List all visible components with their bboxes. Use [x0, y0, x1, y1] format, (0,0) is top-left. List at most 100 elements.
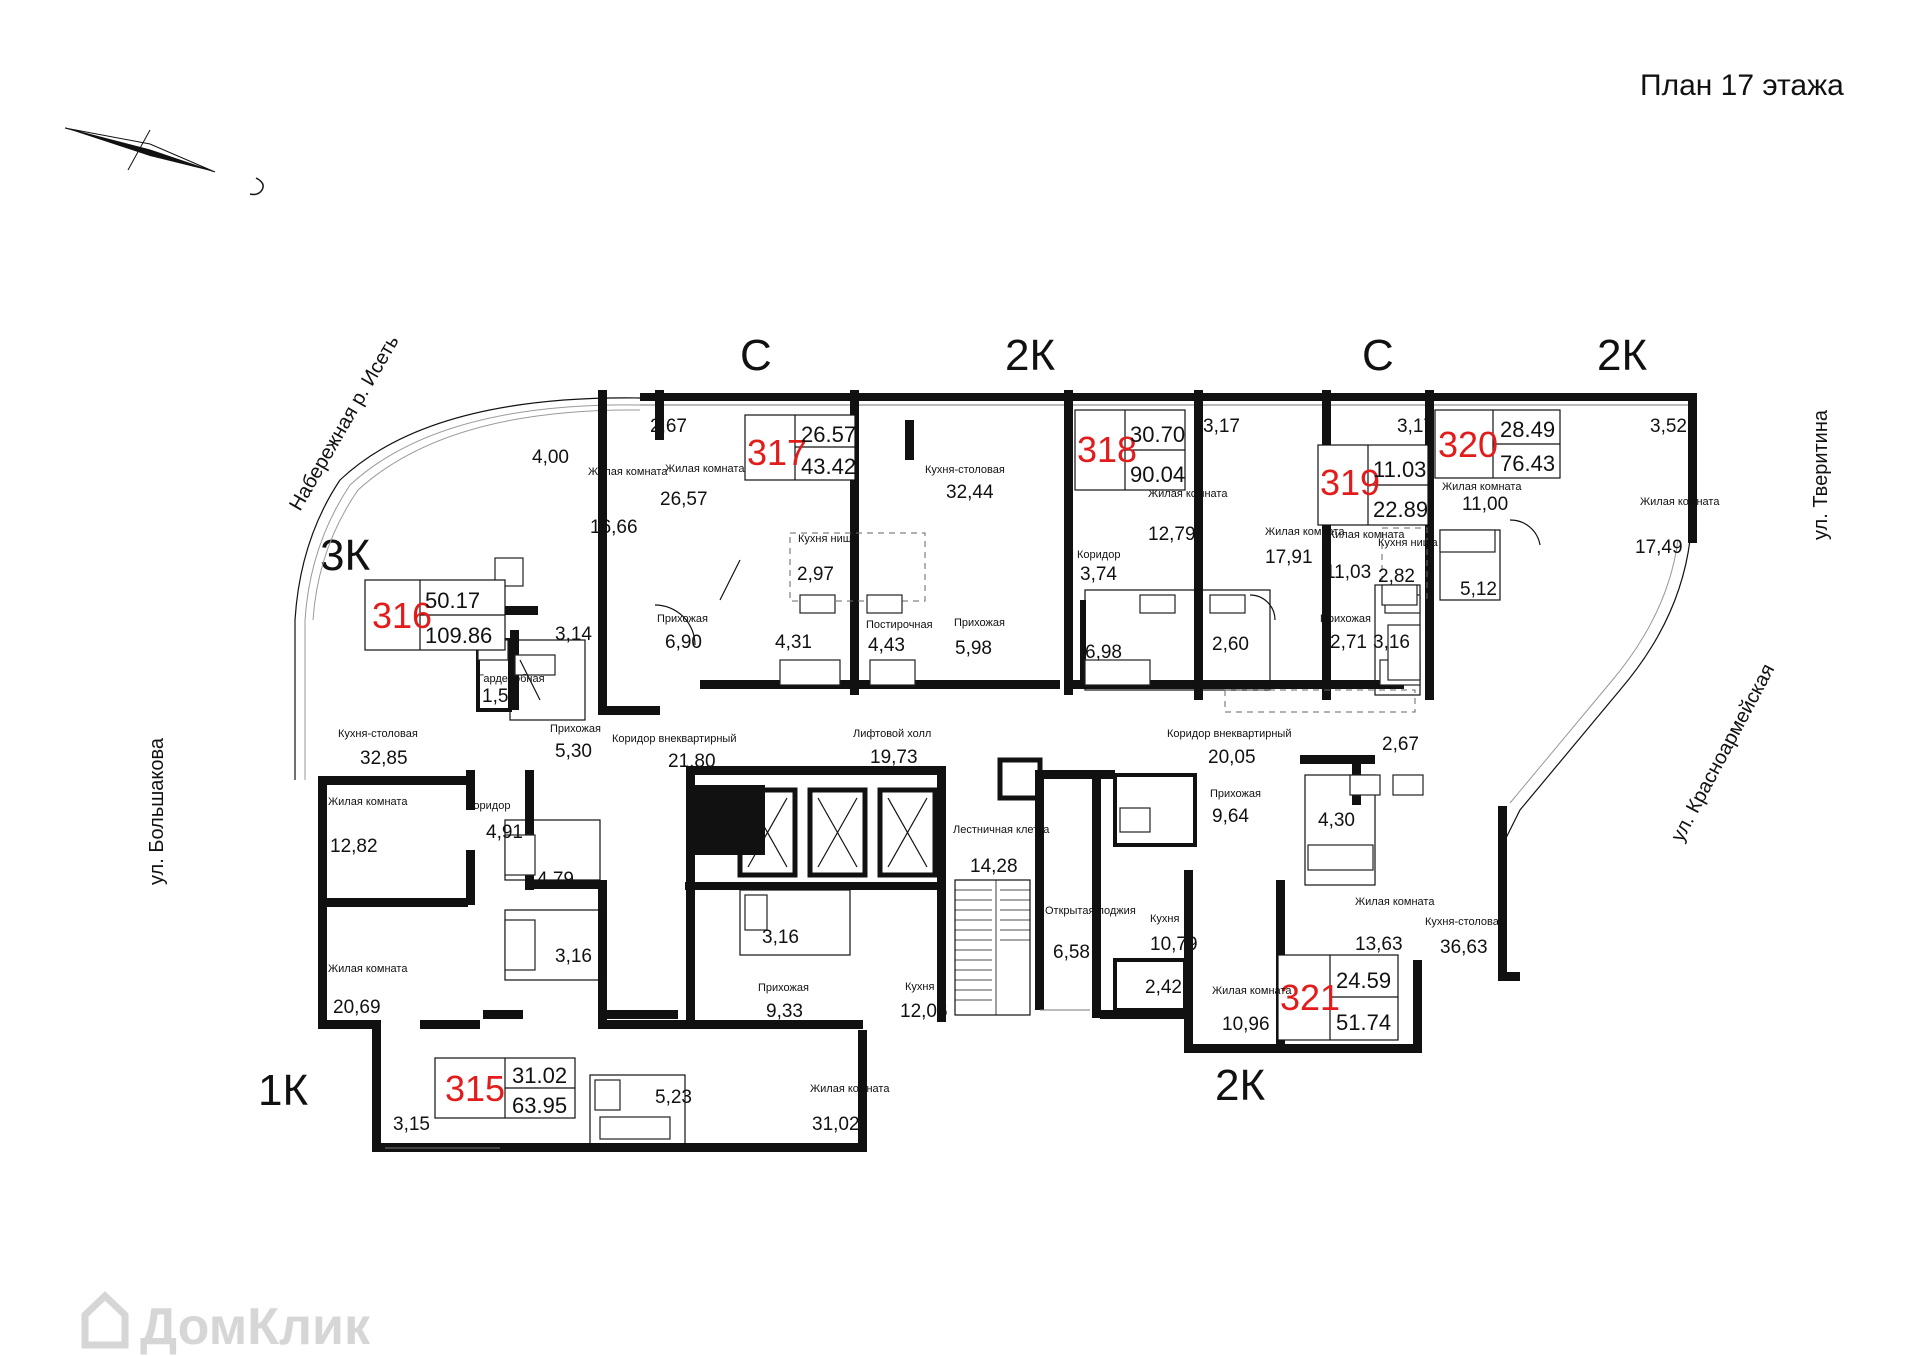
apartment-total-area: 43.42: [801, 454, 856, 479]
room-name: Жилая комната: [328, 796, 408, 808]
room-area: 36,63: [1440, 937, 1488, 958]
room-area: 21,80: [668, 751, 716, 772]
room-area: 9,33: [766, 1001, 803, 1022]
room-area: 32,44: [946, 482, 994, 503]
room-name: Коридор внеквартирный: [612, 733, 737, 745]
room-area: 4,43: [868, 635, 905, 656]
room-name: Прихожая: [657, 613, 708, 625]
room-name: Гардеробная: [478, 673, 545, 685]
apartment-315-box: 315 31.02 63.95: [434, 1057, 576, 1119]
house-logo-icon: [81, 1291, 129, 1349]
street-label-tveritina: ул. Тверитина: [1810, 409, 1832, 540]
room-area: 1,54: [482, 686, 519, 707]
room-name: Прихожая: [954, 617, 1005, 629]
apartment-type-label: 2К: [1005, 331, 1055, 380]
room-name: Кухня-столовая: [925, 464, 1005, 476]
room-name: Коридор: [1077, 549, 1120, 561]
room-name: Жилая комната: [588, 466, 668, 478]
apartment-total-area: 109.86: [425, 623, 492, 648]
apartment-type-label: 1К: [258, 1066, 308, 1115]
room-area: 10,96: [1222, 1014, 1270, 1035]
apartment-type-label: 2К: [1597, 331, 1647, 380]
room-area: 14,28: [970, 856, 1018, 877]
room-name: Коридор внеквартирный: [1167, 728, 1292, 740]
room-area: 5,23: [655, 1087, 692, 1108]
room-area: 31,02: [812, 1114, 860, 1135]
room-name: Жилая комната: [810, 1083, 890, 1095]
room-name: Жилая комната: [1355, 896, 1435, 908]
room-name: Жилая комната: [328, 963, 408, 975]
room-name: Коридор: [467, 800, 510, 812]
room-area: 3,14: [555, 624, 592, 645]
apartment-number: 315: [445, 1068, 505, 1109]
room-name: Жилая комната: [1212, 985, 1292, 997]
apartment-living-area: 24.59: [1336, 968, 1391, 993]
room-area: 3,16: [762, 927, 799, 948]
room-area: 12,82: [330, 836, 378, 857]
apartment-type-label: 2К: [1215, 1061, 1265, 1110]
room-area: 3,16: [555, 946, 592, 967]
room-area: 3,74: [1080, 564, 1117, 585]
room-area: 10,79: [1150, 934, 1198, 955]
room-name: Кухня: [1150, 913, 1179, 925]
room-area: 16,66: [590, 517, 638, 538]
room-area: 2,67: [1382, 734, 1419, 755]
apartment-total-area: 76.43: [1500, 451, 1555, 476]
apartment-living-area: 31.02: [512, 1063, 567, 1088]
room-area: 26,57: [660, 489, 708, 510]
room-area: 5,30: [555, 741, 592, 762]
apartment-319-box: 319 11.03 22.89: [1317, 444, 1429, 526]
room-name: Жилая комната: [1442, 481, 1522, 493]
room-name: Кухня ниша: [798, 533, 859, 545]
room-name: Лестничная клетка: [953, 824, 1050, 836]
building-walls: [294, 390, 1697, 1152]
room-name: Постирочная: [866, 619, 933, 631]
room-area: 3,16: [1373, 632, 1410, 653]
room-name: Прихожая: [550, 723, 601, 735]
room-area: 2,82: [1378, 566, 1415, 587]
room-area: 12,79: [1148, 524, 1196, 545]
room-name: Жилая комната: [1265, 526, 1345, 538]
room-area: 4,91: [486, 822, 523, 843]
room-area: 20,69: [333, 997, 381, 1018]
room-name: Прихожая: [1210, 788, 1261, 800]
room-name: Кухня-столовая: [338, 728, 418, 740]
apartment-total-area: 51.74: [1336, 1010, 1391, 1035]
room-area: 4,30: [1318, 810, 1355, 831]
apartment-316-box: 316 50.17 109.86: [364, 579, 506, 651]
apartment-number: 316: [372, 595, 432, 636]
room-area: 4,31: [775, 632, 812, 653]
watermark: ДомКлик: [81, 1291, 371, 1356]
apartment-total-area: 90.04: [1130, 462, 1185, 487]
room-area: 19,73: [870, 747, 918, 768]
room-area: 6,58: [1053, 942, 1090, 963]
apartment-number: 317: [747, 432, 807, 473]
room-area: 17,91: [1265, 547, 1313, 568]
room-name: Прихожая: [1320, 613, 1371, 625]
room-name: Жилая комната: [1325, 529, 1405, 541]
room-area: 17,49: [1635, 537, 1683, 558]
room-area: 2,42: [1145, 977, 1182, 998]
apartment-living-area: 28.49: [1500, 417, 1555, 442]
room-area: 6,98: [1085, 642, 1122, 663]
apartment-type-label: С: [740, 331, 772, 380]
apartment-total-area: 22.89: [1373, 497, 1428, 522]
room-name: Жилая комната: [1148, 488, 1228, 500]
room-name: Кухня: [905, 981, 934, 993]
apartment-type-label: С: [1362, 331, 1394, 380]
room-area: 3,15: [393, 1114, 430, 1135]
apartment-type-label: 3К: [320, 531, 370, 580]
room-name: Кухня ниша: [1378, 537, 1439, 549]
apartment-number: 318: [1077, 429, 1137, 470]
room-area: 13,63: [1355, 934, 1403, 955]
street-label-embankment: Набережная р. Исеть: [285, 332, 403, 515]
room-name: Кухня-столовая: [1425, 916, 1505, 928]
room-area: 3,17: [1397, 416, 1434, 437]
room-name: Прихожая: [758, 982, 809, 994]
room-area: 9,64: [1212, 806, 1249, 827]
room-area: 2,60: [1212, 634, 1249, 655]
room-name: Жилая комната: [665, 463, 745, 475]
room-area: 11,03: [1325, 562, 1371, 583]
apartment-317-box: 317 26.57 43.42: [744, 414, 856, 481]
